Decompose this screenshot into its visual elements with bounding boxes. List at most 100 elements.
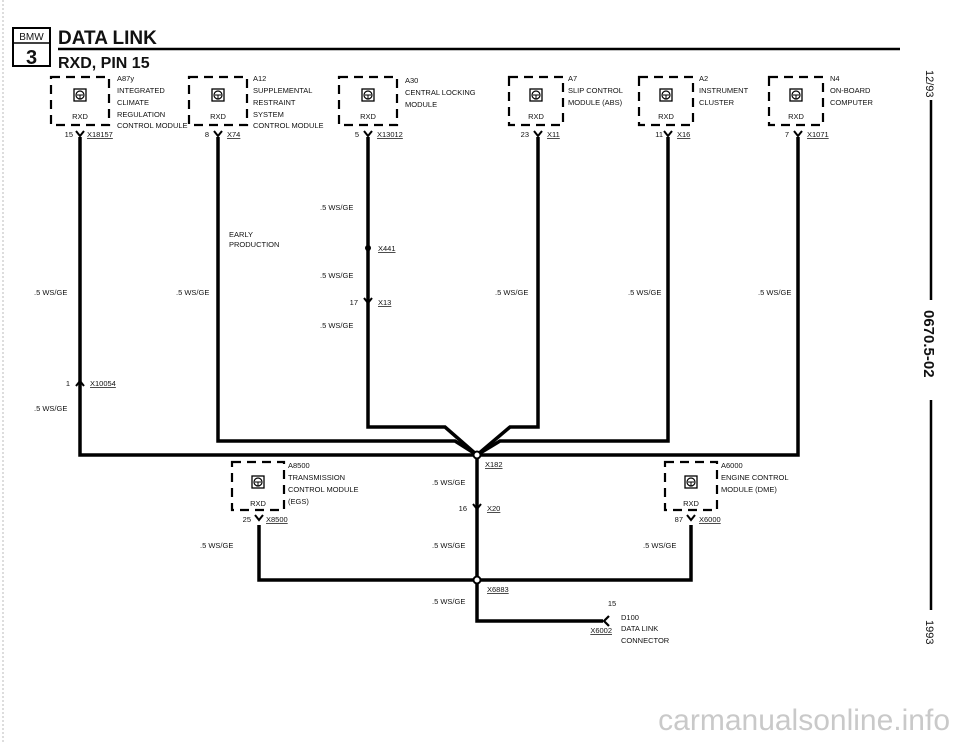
svg-text:SUPPLEMENTAL: SUPPLEMENTAL [253, 86, 312, 95]
svg-text:87: 87 [675, 515, 683, 524]
svg-text:COMPUTER: COMPUTER [830, 98, 874, 107]
svg-text:CONNECTOR: CONNECTOR [621, 636, 670, 645]
connector-icon [213, 130, 223, 137]
connector-icon [663, 130, 673, 137]
svg-text:X11: X11 [547, 130, 560, 139]
wire-label: .5 WS/GE [176, 288, 209, 297]
svg-text:TRANSMISSION: TRANSMISSION [288, 473, 345, 482]
wire-label: .5 WS/GE [320, 203, 353, 212]
connector-icon [254, 514, 264, 521]
svg-text:MODULE (ABS): MODULE (ABS) [568, 98, 623, 107]
side-margin: 12/93 0670.5-02 1993 [920, 70, 937, 644]
svg-text:X1071: X1071 [807, 130, 829, 139]
svg-text:A87y: A87y [117, 74, 134, 83]
svg-text:23: 23 [521, 130, 529, 139]
wire-label: .5 WS/GE [628, 288, 661, 297]
svg-text:A2: A2 [699, 74, 708, 83]
module-a2: RXD A2 INSTRUMENT CLUSTER 11 X16 [637, 74, 749, 139]
svg-text:CENTRAL LOCKING: CENTRAL LOCKING [405, 88, 476, 97]
svg-text:A30: A30 [405, 76, 418, 85]
wire-label: .5 WS/GE [643, 541, 676, 550]
svg-text:SLIP CONTROL: SLIP CONTROL [568, 86, 623, 95]
data-link-connector-d100: 15 D100 DATA LINK CONNECTOR X6002 [590, 599, 669, 645]
splice-x441: X441 [365, 244, 396, 253]
svg-text:BMW: BMW [19, 32, 44, 43]
wire-label: .5 WS/GE [432, 478, 465, 487]
svg-text:1: 1 [66, 379, 70, 388]
svg-text:X18157: X18157 [87, 130, 113, 139]
svg-text:RXD: RXD [683, 499, 699, 508]
ecu-icon [211, 88, 225, 102]
svg-text:A6000: A6000 [721, 461, 743, 470]
connector-x13: 17 X13 [350, 297, 391, 307]
svg-text:INSTRUMENT: INSTRUMENT [699, 86, 749, 95]
wires-bus [78, 137, 800, 460]
module-a87y: RXD A87y INTEGRATED CLIMATE REGULATION C… [49, 74, 188, 139]
wire-label: .5 WS/GE [432, 597, 465, 606]
connector-icon [533, 130, 543, 137]
svg-text:X13012: X13012 [377, 130, 403, 139]
wire-label: .5 WS/GE [320, 321, 353, 330]
document-number: 0670.5-02 [920, 310, 937, 378]
module-a6000: RXD A6000 ENGINE CONTROL MODULE (DME) 87… [663, 460, 789, 524]
svg-text:ON-BOARD: ON-BOARD [830, 86, 871, 95]
connector-icon [686, 514, 696, 521]
svg-text:CONTROL MODULE: CONTROL MODULE [117, 121, 188, 130]
connector-icon [363, 130, 373, 137]
svg-text:REGULATION: REGULATION [117, 110, 165, 119]
note-early-production: PRODUCTION [229, 240, 279, 249]
svg-text:RESTRAINT: RESTRAINT [253, 98, 296, 107]
page-title: DATA LINK [58, 28, 157, 49]
module-a8500: RXD A8500 TRANSMISSION CONTROL MODULE (E… [230, 460, 359, 524]
connector-icon [602, 615, 610, 627]
svg-text:SYSTEM: SYSTEM [253, 110, 284, 119]
module-a7: RXD A7 SLIP CONTROL MODULE (ABS) 23 X11 [507, 74, 623, 139]
svg-text:N4: N4 [830, 74, 840, 83]
module-a30: RXD A30 CENTRAL LOCKING MODULE 5 X13012 [337, 75, 476, 139]
svg-text:X74: X74 [227, 130, 240, 139]
svg-text:X20: X20 [487, 504, 500, 513]
note-early-production: EARLY [229, 230, 253, 239]
svg-text:X10054: X10054 [90, 379, 116, 388]
svg-text:(EGS): (EGS) [288, 497, 309, 506]
splice-x6883 [472, 575, 482, 585]
svg-text:RXD: RXD [72, 112, 88, 121]
bmw-logo: BMW 3 [12, 27, 51, 69]
wire-label: .5 WS/GE [34, 288, 67, 297]
svg-text:MODULE (DME): MODULE (DME) [721, 485, 777, 494]
wire-label: .5 WS/GE [758, 288, 791, 297]
svg-text:7: 7 [785, 130, 789, 139]
ecu-icon [684, 475, 698, 489]
wire-label: .5 WS/GE [495, 288, 528, 297]
svg-text:11: 11 [655, 130, 663, 139]
connector-x20: 16 X20 [459, 503, 500, 513]
svg-text:INTEGRATED: INTEGRATED [117, 86, 165, 95]
ecu-icon [251, 475, 265, 489]
svg-text:5: 5 [355, 130, 359, 139]
svg-text:17: 17 [350, 298, 358, 307]
svg-text:X6000: X6000 [699, 515, 721, 524]
ecu-icon [361, 88, 375, 102]
svg-text:X6002: X6002 [590, 626, 612, 635]
svg-text:X16: X16 [677, 130, 690, 139]
svg-text:RXD: RXD [658, 112, 674, 121]
svg-text:16: 16 [459, 504, 467, 513]
svg-text:A12: A12 [253, 74, 266, 83]
svg-text:A7: A7 [568, 74, 577, 83]
module-a12: RXD A12 SUPPLEMENTAL RESTRAINT SYSTEM CO… [187, 74, 324, 139]
svg-text:X441: X441 [378, 244, 396, 253]
ecu-icon [789, 88, 803, 102]
model-year: 1993 [923, 620, 935, 644]
wire-label: .5 WS/GE [432, 541, 465, 550]
svg-text:RXD: RXD [788, 112, 804, 121]
splice-x182-label: X182 [485, 460, 503, 469]
svg-text:MODULE: MODULE [405, 100, 437, 109]
svg-text:RXD: RXD [210, 112, 226, 121]
svg-text:RXD: RXD [360, 112, 376, 121]
splice-x182 [472, 450, 482, 460]
svg-text:DATA LINK: DATA LINK [621, 624, 658, 633]
svg-text:8: 8 [205, 130, 209, 139]
connector-icon [75, 130, 85, 137]
svg-text:CONTROL MODULE: CONTROL MODULE [288, 485, 359, 494]
svg-text:CLIMATE: CLIMATE [117, 98, 149, 107]
